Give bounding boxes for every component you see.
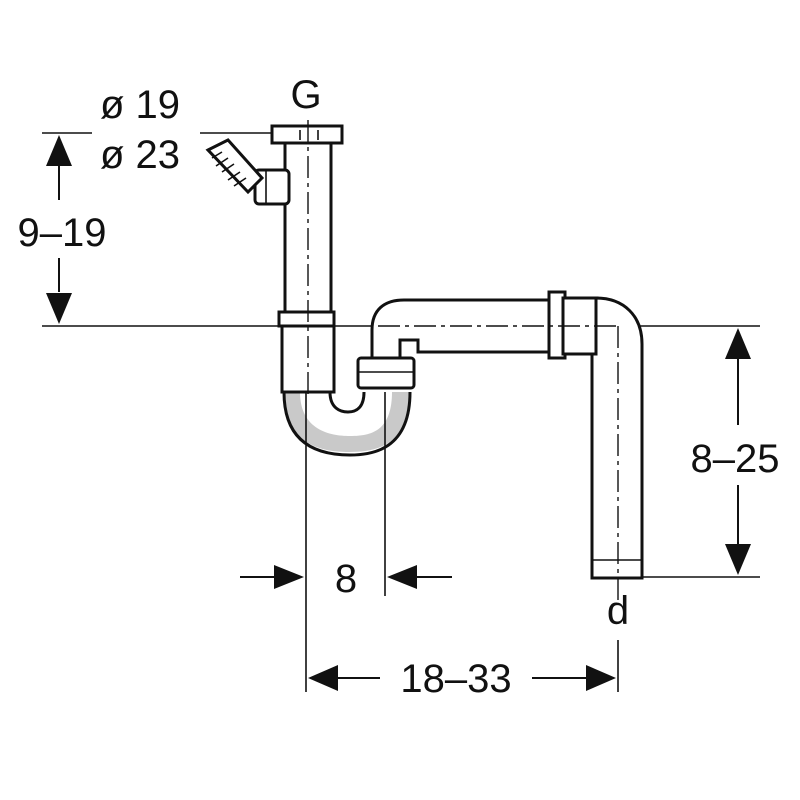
- dimension-offset-trap: [240, 392, 452, 692]
- outlet-tube-horizontal: [370, 290, 599, 360]
- side-hose-connector: [205, 138, 291, 206]
- inlet-tube: [270, 124, 344, 394]
- label-height-outlet: 8–25: [691, 437, 780, 481]
- outlet-tube-vertical: [590, 296, 644, 580]
- label-height-inlet: 9–19: [18, 211, 107, 255]
- label-dia-inner: ø 19: [100, 83, 180, 127]
- label-outlet-dia: d: [607, 589, 629, 633]
- label-thread: G: [290, 73, 321, 117]
- dimension-height-outlet: [725, 328, 751, 575]
- label-dia-outer: ø 23: [100, 133, 180, 177]
- trap-bend: [282, 391, 412, 457]
- label-offset-trap: 8: [335, 557, 357, 601]
- dimension-height-inlet: [46, 135, 72, 324]
- union-nut: [356, 356, 416, 390]
- dimension-width-total: [308, 640, 619, 692]
- label-width-total: 18–33: [400, 657, 511, 701]
